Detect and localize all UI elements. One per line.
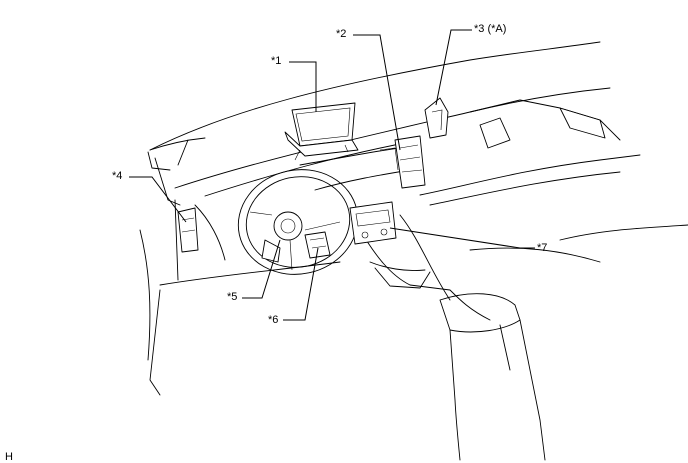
center-bracket — [379, 135, 426, 189]
leader-lines — [129, 29, 535, 321]
steering-switch — [304, 231, 331, 259]
callout-2: *2 — [336, 28, 347, 40]
callout-3: *3 (*A) — [474, 23, 507, 35]
center-panel — [349, 201, 397, 245]
callout-1: *1 — [271, 55, 282, 67]
corner-code: H — [5, 451, 13, 463]
callout-6: *6 — [268, 314, 279, 326]
display-unit — [284, 102, 359, 161]
callout-5: *5 — [227, 291, 238, 303]
steering-wheel — [237, 169, 359, 275]
dashboard-body — [139, 41, 688, 461]
callout-7: *7 — [537, 242, 548, 254]
callout-4: *4 — [112, 170, 123, 182]
